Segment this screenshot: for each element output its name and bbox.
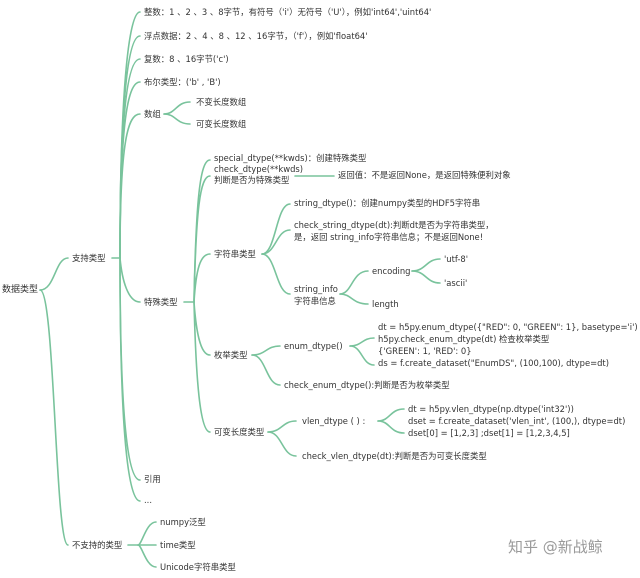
enum-code-line1: dt = h5py.enum_dtype({"RED": 0, "GREEN":… — [378, 322, 638, 332]
complex-node: 复数：8 、16字节('c') — [144, 54, 229, 64]
enum-code-line3: {'GREEN': 1, 'RED': 0} — [378, 346, 472, 356]
special-dtype-node: special_dtype(**kwds)：创建特殊类型 — [214, 153, 367, 163]
check-dtype-desc: 判断是否为特殊类型 — [214, 175, 290, 185]
float-node: 浮点数据：2 、4 、8 、12 、16字节，（'f'），例如'float64' — [144, 31, 368, 41]
string-info-node: string_info — [294, 284, 338, 294]
special-node: 特殊类型 — [144, 297, 178, 307]
length-node: length — [372, 299, 399, 309]
check-string-dtype-line2: 是，返回 string_info字符串信息；不是返回None! — [294, 232, 484, 242]
enum-code-line4: ds = f.create_dataset("EnumDS", (100,100… — [378, 358, 609, 368]
string-type-node: 字符串类型 — [214, 249, 256, 259]
enum-code-line2: h5py.check_enum_dtype(dt) 检查枚举类型 — [378, 334, 550, 344]
root-node: 数据类型 — [2, 285, 39, 295]
vlen-dtype-node: vlen_dtype ( ) : — [302, 416, 366, 426]
utf8-node: 'utf-8' — [444, 254, 469, 264]
vlen-code-line2: dset = f.create_dataset('vlen_int', (100… — [408, 416, 626, 426]
reference-node: 引用 — [144, 474, 161, 484]
ellipsis-node: ... — [144, 495, 152, 505]
encoding-node: encoding — [372, 266, 411, 276]
check-dtype-return-node: 返回值：不是返回None，是返回特殊便利对象 — [338, 170, 511, 180]
vlen-type-node: 可变长度类型 — [214, 427, 265, 437]
string-info-desc: 字符串信息 — [294, 296, 336, 306]
array-node: 数组 — [144, 109, 161, 119]
integer-node: 整数：1 、2 、3 、8字节，有符号（'i'）无符号（'U'），例如'int6… — [144, 7, 432, 17]
string-dtype-node: string_dtype()：创建numpy类型的HDF5字符串 — [294, 198, 481, 208]
boolean-node: 布尔类型：('b' , 'B') — [144, 77, 221, 87]
ascii-node: 'ascii' — [444, 278, 468, 288]
enum-type-node: 枚举类型 — [214, 350, 248, 360]
unsupported-item: numpy泛型 — [160, 517, 206, 527]
supported-node: 支持类型 — [72, 253, 106, 263]
unsupported-node: 不支持的类型 — [72, 540, 123, 550]
check-vlen-node: check_vlen_dtype(dt):判断是否为可变长度类型 — [302, 451, 487, 461]
enum-dtype-node: enum_dtype() — [284, 341, 343, 351]
check-string-dtype-line1: check_string_dtype(dt):判断dt是否为字符串类型， — [294, 220, 494, 230]
vlen-code-line1: dt = h5py.vlen_dtype(np.dtype('int32')) — [408, 404, 574, 414]
variable-array-node: 可变长度数组 — [196, 119, 247, 129]
vlen-code-line3: dset[0] = [1,2,3] ;dset[1] = [1,2,3,4,5] — [408, 428, 570, 438]
check-dtype-node: check_dtype(**kwds) — [214, 164, 304, 174]
watermark: 知乎 @新战鲸 — [508, 538, 603, 556]
unsupported-item: time类型 — [160, 540, 196, 550]
unsupported-item: Unicode字符串类型 — [160, 562, 236, 572]
check-enum-node: check_enum_dtype():判断是否为枚举类型 — [284, 380, 450, 390]
fixed-array-node: 不变长度数组 — [196, 97, 247, 107]
